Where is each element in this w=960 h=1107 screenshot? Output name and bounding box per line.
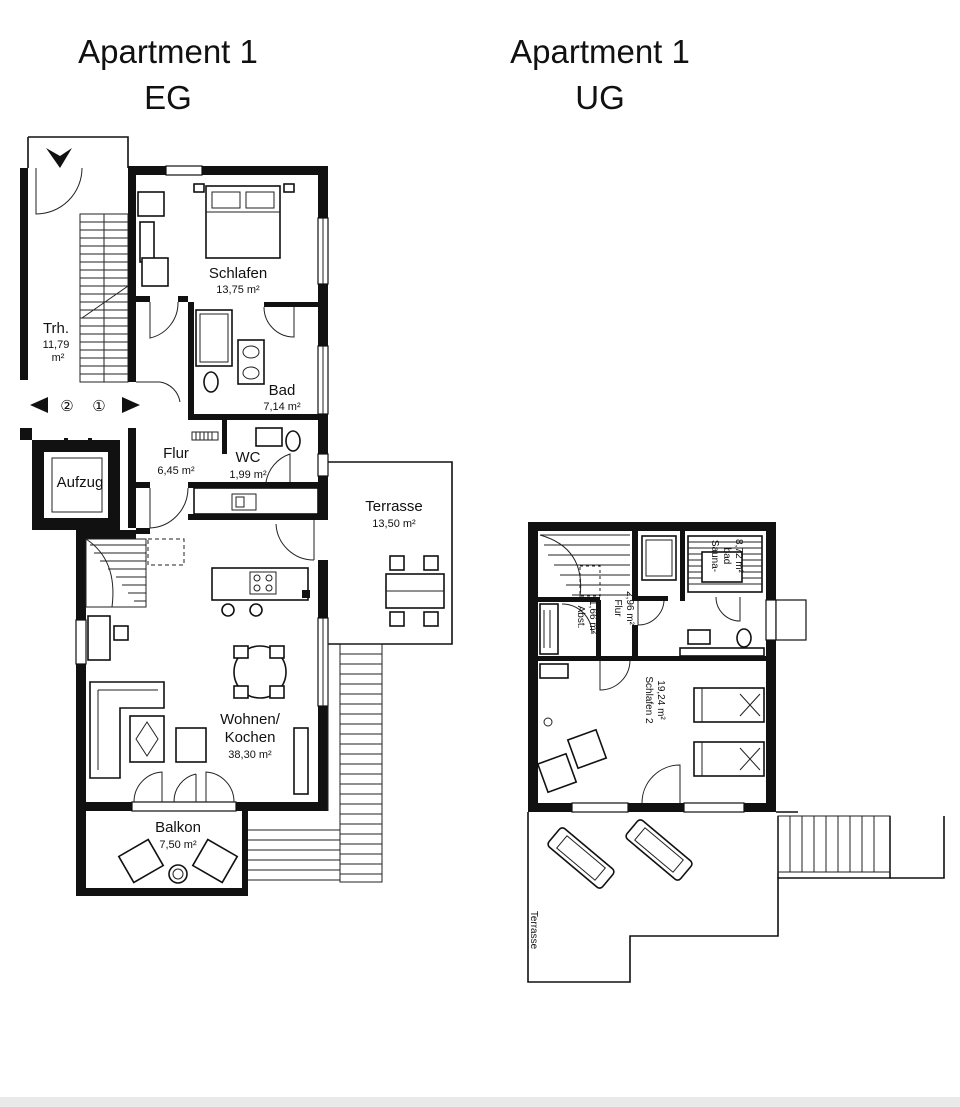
eg-windows (75, 165, 329, 812)
eg-elevator: Aufzug (32, 438, 120, 530)
eg-wohnen-name-line2: Kochen (225, 729, 276, 746)
ug-flur-name: Flur (612, 599, 623, 617)
eg-stairwell: Trh. 11,79 m² ② ① (20, 136, 140, 440)
eg-flur-area: 6,45 m² (157, 465, 195, 477)
tv-unit-icon (293, 727, 309, 795)
ug-windows (571, 599, 807, 813)
shower-icon (195, 309, 233, 367)
ug-bedroom: Schlafen 2 19,24 m² (536, 663, 765, 804)
dining-table-icon (233, 645, 287, 699)
wardrobe-icon (139, 221, 155, 263)
ug-terrasse-name: Terrasse (528, 911, 539, 950)
ug-title-line1: Apartment 1 (510, 33, 690, 70)
ug-sauna-name-line1: Sauna- (709, 540, 720, 572)
bed-icon (693, 741, 765, 777)
eg-bathroom: Bad 7,14 m² (195, 309, 301, 413)
eg-trh-area-unit: m² (52, 352, 65, 364)
eg-balcony: Balkon 7,50 m² (76, 811, 248, 896)
ug-abst-area: 1,66 m² (587, 600, 598, 635)
wc-basin-icon (255, 427, 283, 447)
cooktop-icon (249, 571, 277, 595)
wc-toilet-icon (285, 430, 301, 452)
ug-schlafen2-name: Schlafen 2 (643, 676, 654, 724)
ug-terrace: Terrasse (527, 811, 945, 983)
sun-lounger-icon (625, 819, 693, 881)
ug-sauna-name-line2: bad (721, 548, 732, 565)
eg-hallway: Flur 6,45 m² WC 1,99 m² (136, 381, 319, 529)
eg-title-line1: Apartment 1 (78, 33, 258, 70)
eg-flur-name: Flur (163, 445, 189, 462)
armchair-icon (175, 727, 207, 763)
eg-bedroom-furniture: Schlafen 13,75 m² (137, 183, 295, 339)
entrance-marker-1: ① (92, 398, 105, 415)
ug-flur-area: 2,96 m² (624, 591, 635, 626)
eg-terrasse-area: 13,50 m² (372, 518, 416, 530)
eg-stair-flight (79, 213, 129, 383)
double-bed-icon (205, 185, 281, 259)
bottom-bar (0, 1097, 960, 1107)
ug-plan: Abst. 1,66 m² Flur 2,96 m² Sauna- bad 8,… (527, 522, 945, 983)
coffee-table-icon (566, 728, 608, 770)
left-arrow-icon (30, 397, 48, 413)
eg-wohnen-area: 38,30 m² (228, 749, 272, 761)
ug-storage: Abst. 1,66 m² (539, 600, 598, 655)
toilet-icon (203, 371, 219, 393)
eg-bad-name: Bad (269, 382, 296, 399)
bed-icon (693, 687, 765, 723)
eg-trh-name: Trh. (43, 320, 69, 337)
ug-abst-name: Abst. (575, 606, 586, 629)
radiator-icon (191, 431, 219, 441)
eg-living-room: Wohnen/ Kochen 38,30 m² (85, 538, 310, 803)
washbasin-icon (687, 629, 711, 645)
desk-icon (137, 191, 165, 217)
armchair-icon (536, 752, 578, 794)
ug-sauna-area: 8,72 m² (733, 539, 744, 574)
toilet-icon (736, 628, 752, 648)
eg-terrace: Terrasse 13,50 m² (275, 461, 453, 645)
entrance-arrow-icon (46, 148, 72, 168)
eg-bad-area: 7,14 m² (263, 401, 301, 413)
entrance-marker-2: ② (60, 398, 73, 415)
eg-title-line2: EG (144, 79, 192, 116)
desk-icon (87, 615, 111, 661)
eg-terrasse-name: Terrasse (365, 498, 423, 515)
ug-stair (539, 534, 630, 598)
eg-aufzug-name: Aufzug (57, 474, 104, 491)
sun-lounger-icon (547, 827, 615, 889)
eg-exterior-stairs (248, 643, 383, 883)
armchair-icon (141, 257, 169, 287)
ug-title-line2: UG (575, 79, 625, 116)
washbasin-icon (237, 339, 265, 385)
lounge-chair-icon (117, 838, 165, 884)
kitchen-island-icon (211, 567, 309, 601)
eg-schlafen-area: 13,75 m² (216, 284, 260, 296)
ug-walls (528, 522, 776, 812)
right-arrow-icon (122, 397, 140, 413)
eg-schlafen-name: Schlafen (209, 265, 267, 282)
eg-wohnen-name-line1: Wohnen/ (220, 711, 281, 728)
lounge-chair-icon (191, 838, 239, 884)
eg-wc-name: WC (236, 449, 261, 466)
eg-plan: Trh. 11,79 m² ② ① Aufzug (20, 136, 453, 896)
ug-saunabad: Sauna- bad 8,72 m² (641, 535, 765, 657)
eg-trh-area-value: 11,79 (43, 339, 70, 351)
eg-walls (76, 166, 328, 814)
eg-wc-area: 1,99 m² (229, 469, 267, 481)
sofa-icon (89, 681, 165, 779)
shower-icon (641, 535, 677, 581)
ug-hallway: Flur 2,96 m² (599, 591, 665, 691)
eg-balkon-area: 7,50 m² (159, 839, 197, 851)
ug-schlafen2-area: 19,24 m² (655, 680, 666, 720)
eg-balkon-name: Balkon (155, 819, 201, 836)
